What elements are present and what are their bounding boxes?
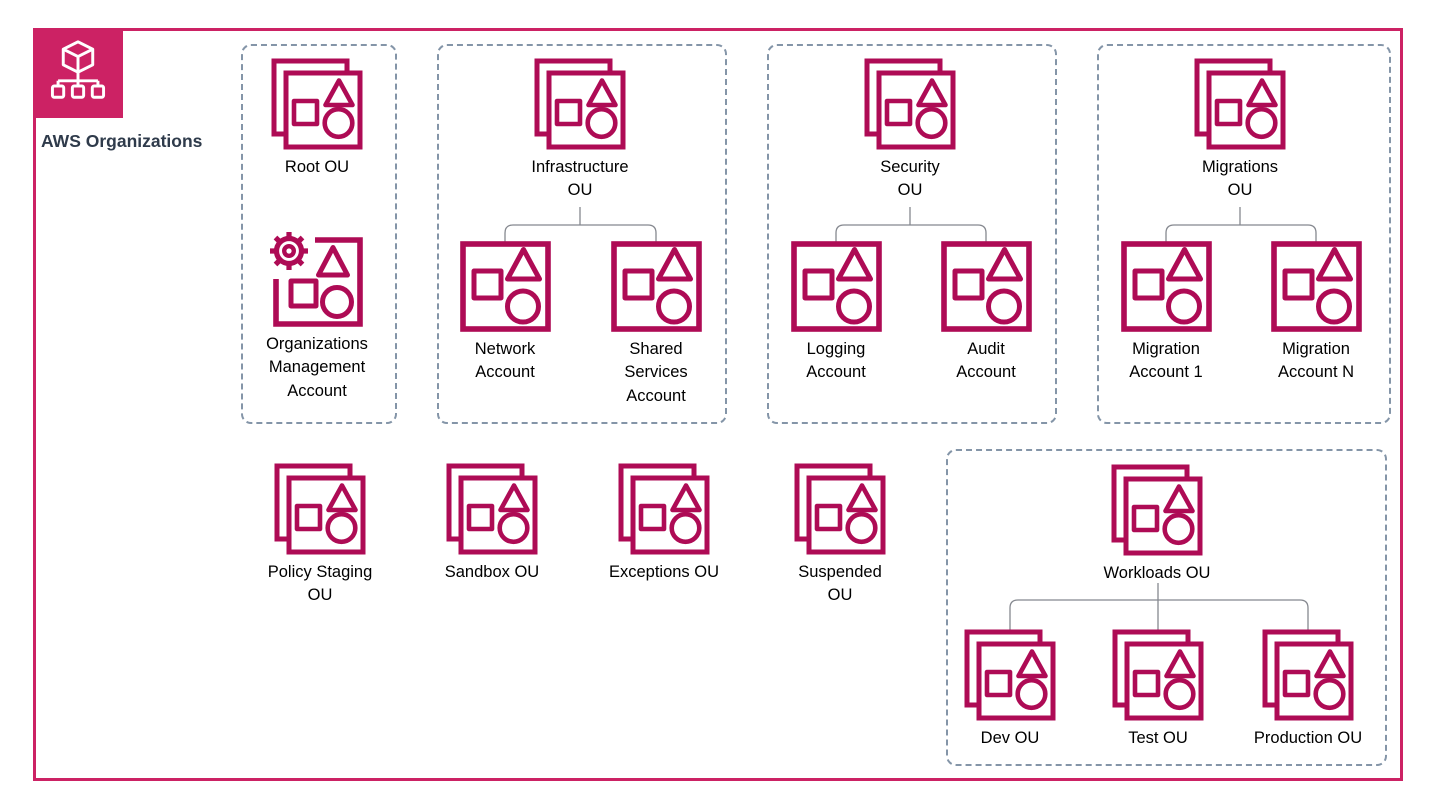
- aws-organizations-icon: [33, 28, 123, 118]
- ou-icon: [1190, 54, 1290, 154]
- node-test-ou: Test OU: [1113, 625, 1203, 750]
- node-root-ou: Root OU: [257, 54, 377, 179]
- node-label: Sandbox OU: [444, 563, 540, 581]
- organization-boundary: [33, 28, 1403, 781]
- diagram-title: AWS Organizations: [41, 131, 203, 151]
- account-icon: [455, 236, 555, 336]
- node-label: Migration Account N: [1277, 340, 1355, 382]
- group-root: [241, 44, 397, 424]
- node-org-management-account: Organizations Management Account: [247, 231, 387, 403]
- node-label: Logging Account: [806, 340, 866, 382]
- node-workloads-ou: Workloads OU: [1082, 460, 1232, 585]
- node-sandbox-ou: Sandbox OU: [427, 459, 557, 584]
- node-shared-services-account: Shared Services Account: [614, 236, 698, 408]
- account-icon: [1116, 236, 1216, 336]
- node-label: Shared Services Account: [624, 340, 688, 405]
- node-label: Production OU: [1253, 729, 1363, 747]
- account-icon: [786, 236, 886, 336]
- ou-icon: [860, 54, 960, 154]
- node-migration-account-1: Migration Account 1: [1111, 236, 1221, 385]
- node-security-ou: Security OU: [868, 54, 952, 203]
- account-icon: [936, 236, 1036, 336]
- group-infrastructure: [437, 44, 727, 424]
- ou-icon: [1108, 625, 1208, 725]
- node-label: Migration Account 1: [1129, 340, 1203, 382]
- node-policy-staging-ou: Policy Staging OU: [258, 459, 382, 608]
- node-label: Policy Staging OU: [267, 563, 373, 605]
- organizations-logo-glyph: [39, 34, 117, 112]
- group-security: [767, 44, 1057, 424]
- node-migrations-ou: Migrations OU: [1192, 54, 1288, 203]
- ou-icon: [790, 459, 890, 559]
- node-network-account: Network Account: [463, 236, 547, 385]
- ou-icon: [960, 625, 1060, 725]
- ou-icon: [442, 459, 542, 559]
- node-label: Dev OU: [980, 729, 1040, 747]
- node-label: Migrations OU: [1201, 158, 1279, 200]
- ou-icon: [1107, 460, 1207, 560]
- node-infrastructure-ou: Infrastructure OU: [525, 54, 635, 203]
- ou-icon: [530, 54, 630, 154]
- ou-icon: [614, 459, 714, 559]
- node-migration-account-n: Migration Account N: [1260, 236, 1372, 385]
- node-label: Exceptions OU: [608, 563, 720, 581]
- node-label: Workloads OU: [1103, 564, 1211, 582]
- node-audit-account: Audit Account: [941, 236, 1031, 385]
- node-label: Network Account: [474, 340, 536, 382]
- node-label: Infrastructure OU: [531, 158, 629, 200]
- node-suspended-ou: Suspended OU: [788, 459, 892, 608]
- node-label: Audit Account: [956, 340, 1016, 382]
- account-icon: [1266, 236, 1366, 336]
- node-label: Organizations Management Account: [266, 335, 368, 400]
- node-logging-account: Logging Account: [794, 236, 878, 385]
- ou-icon: [270, 459, 370, 559]
- node-exceptions-ou: Exceptions OU: [594, 459, 734, 584]
- group-workloads: [946, 449, 1387, 766]
- ou-icon: [267, 54, 367, 154]
- node-label: Security OU: [880, 158, 940, 200]
- node-label: Suspended OU: [798, 563, 882, 605]
- node-production-ou: Production OU: [1243, 625, 1373, 750]
- ou-icon: [1258, 625, 1358, 725]
- management-account-icon: [267, 231, 367, 331]
- account-icon: [606, 236, 706, 336]
- group-migrations: [1097, 44, 1391, 424]
- node-label: Root OU: [284, 158, 350, 176]
- node-label: Test OU: [1128, 729, 1188, 747]
- node-dev-ou: Dev OU: [965, 625, 1055, 750]
